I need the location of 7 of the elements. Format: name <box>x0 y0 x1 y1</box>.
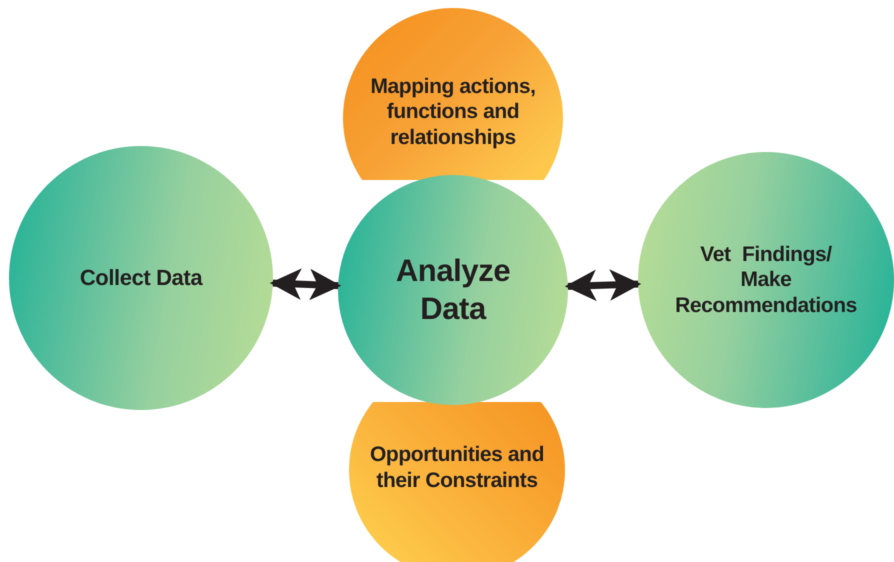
double-arrow <box>270 268 342 300</box>
node-label: Analyze Data <box>394 252 512 328</box>
node-label: Collect Data <box>80 264 202 292</box>
node-label: Opportunities and their Constraints <box>368 442 546 494</box>
double-arrow <box>564 269 642 302</box>
node-label: Mapping actions, functions and relationships <box>369 74 537 150</box>
node-label: Vet Findings/ Make Recommendations <box>674 242 858 318</box>
